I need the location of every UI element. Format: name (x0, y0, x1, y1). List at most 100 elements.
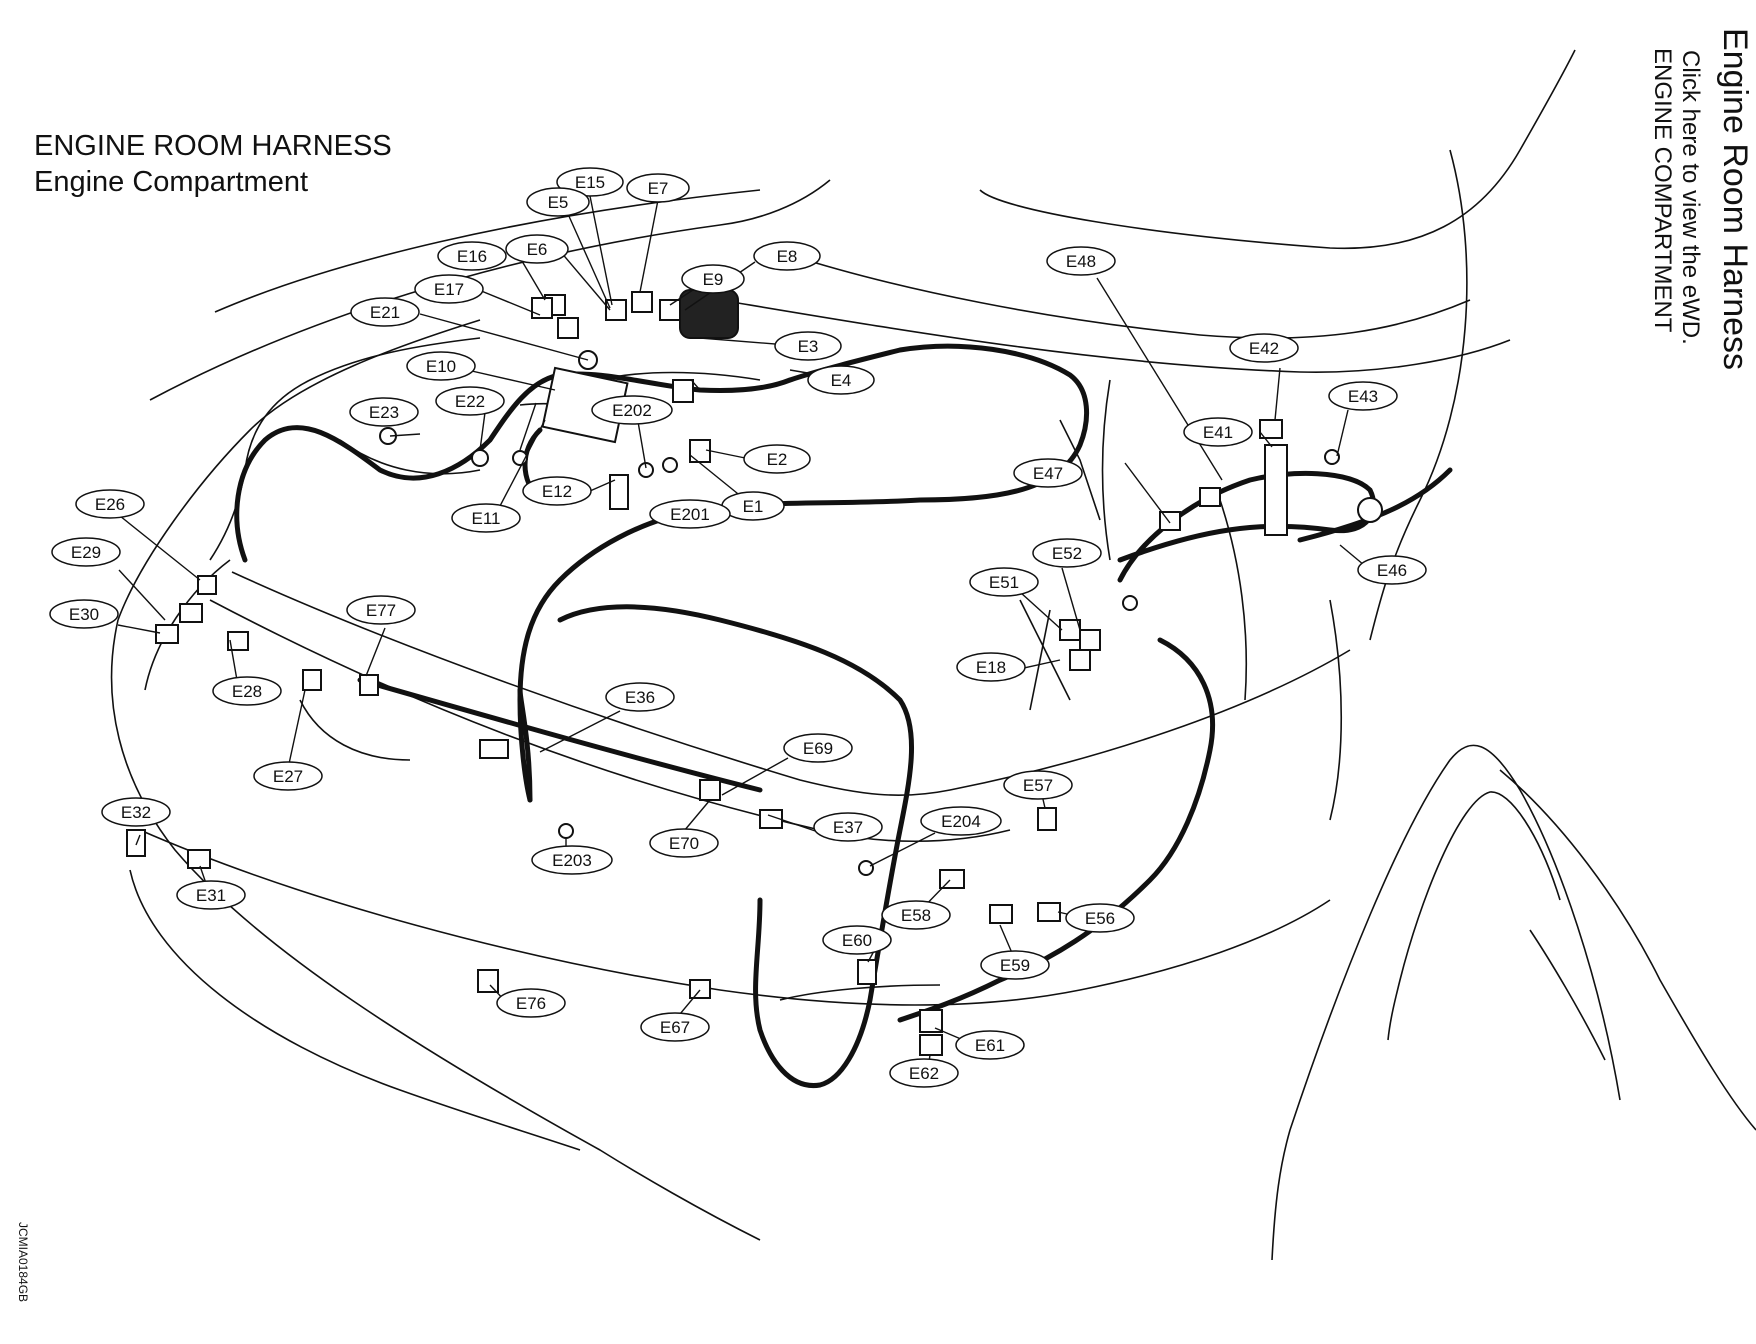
label-e70: E70 (649, 828, 719, 858)
svg-text:E69: E69 (803, 739, 833, 758)
label-e41: E41 (1183, 417, 1253, 447)
label-e27: E27 (253, 761, 323, 791)
label-e51: E51 (969, 567, 1039, 597)
label-e17: E17 (414, 274, 484, 304)
label-e204: E204 (920, 806, 1002, 836)
label-e67: E67 (640, 1012, 710, 1042)
svg-text:E7: E7 (648, 179, 669, 198)
svg-text:E30: E30 (69, 605, 99, 624)
svg-text:E6: E6 (527, 240, 548, 259)
svg-text:E60: E60 (842, 931, 872, 950)
svg-text:E3: E3 (798, 337, 819, 356)
label-e36: E36 (605, 682, 675, 712)
svg-text:E58: E58 (901, 906, 931, 925)
svg-text:E201: E201 (670, 505, 710, 524)
svg-text:E28: E28 (232, 682, 262, 701)
label-e29: E29 (51, 537, 121, 567)
label-e16: E16 (437, 241, 507, 271)
label-e60: E60 (822, 925, 892, 955)
svg-text:E11: E11 (472, 509, 501, 528)
diagram-subtitle: Engine Compartment (34, 166, 309, 198)
label-e201: E201 (649, 499, 731, 529)
diagram-title: ENGINE ROOM HARNESS (34, 130, 392, 162)
svg-text:E41: E41 (1203, 423, 1233, 442)
label-e9: E9 (681, 264, 745, 294)
label-e77: E77 (346, 595, 416, 625)
label-e202: E202 (591, 395, 673, 425)
label-e61: E61 (955, 1030, 1025, 1060)
svg-text:E17: E17 (434, 280, 464, 299)
svg-text:E4: E4 (831, 371, 852, 390)
svg-text:E22: E22 (455, 392, 485, 411)
harness-wires (234, 343, 1453, 1088)
label-e48: E48 (1046, 246, 1116, 276)
label-e18: E18 (956, 652, 1026, 682)
svg-text:E204: E204 (941, 812, 981, 831)
label-e203: E203 (531, 845, 613, 875)
label-e57: E57 (1003, 770, 1073, 800)
label-e2: E2 (743, 444, 811, 474)
svg-text:E52: E52 (1052, 544, 1082, 563)
svg-text:E59: E59 (1000, 956, 1030, 975)
label-e3: E3 (774, 331, 842, 361)
svg-text:E51: E51 (989, 573, 1019, 592)
label-e5: E5 (526, 187, 590, 217)
svg-text:E76: E76 (516, 994, 546, 1013)
label-e11: E11 (451, 503, 521, 533)
svg-text:E31: E31 (196, 886, 226, 905)
svg-text:E57: E57 (1023, 776, 1053, 795)
svg-text:E27: E27 (273, 767, 303, 786)
svg-text:E29: E29 (71, 543, 101, 562)
svg-text:E1: E1 (743, 497, 764, 516)
svg-text:E70: E70 (669, 834, 699, 853)
svg-text:E36: E36 (625, 688, 655, 707)
label-e58: E58 (881, 900, 951, 930)
svg-text:E62: E62 (909, 1064, 939, 1083)
label-e62: E62 (889, 1058, 959, 1088)
connector-blocks (126, 289, 1383, 1056)
label-e32: E32 (101, 797, 171, 827)
svg-text:E12: E12 (542, 482, 572, 501)
svg-text:E21: E21 (370, 303, 400, 322)
leader-lines (117, 195, 1371, 1076)
label-e1: E1 (721, 491, 785, 521)
label-e42: E42 (1229, 333, 1299, 363)
label-e23: E23 (349, 397, 419, 427)
svg-text:E67: E67 (660, 1018, 690, 1037)
svg-text:E202: E202 (612, 401, 652, 420)
svg-text:E203: E203 (552, 851, 592, 870)
svg-text:E32: E32 (121, 803, 151, 822)
label-e56: E56 (1065, 903, 1135, 933)
svg-text:E18: E18 (976, 658, 1006, 677)
svg-text:E77: E77 (366, 601, 396, 620)
connector-labels: E15 E7 E5 E6 E8 E16 E9 E17 E21 E3 E10 E2… (49, 167, 1427, 1088)
label-e22: E22 (435, 386, 505, 416)
ewd-link[interactable]: Click here to view the eWD. (1677, 50, 1704, 345)
label-e59: E59 (980, 950, 1050, 980)
label-e76: E76 (496, 988, 566, 1018)
svg-text:E37: E37 (833, 818, 863, 837)
svg-text:E16: E16 (457, 247, 487, 266)
label-e26: E26 (75, 489, 145, 519)
side-subheading: ENGINE COMPARTMENT (1649, 48, 1676, 333)
label-e37: E37 (813, 812, 883, 842)
label-e52: E52 (1032, 538, 1102, 568)
svg-text:E48: E48 (1066, 252, 1096, 271)
label-e15: E15 (556, 167, 624, 197)
label-e30: E30 (49, 599, 119, 629)
label-e4: E4 (807, 365, 875, 395)
svg-text:E5: E5 (548, 193, 569, 212)
label-e10: E10 (406, 351, 476, 381)
svg-text:E10: E10 (426, 357, 456, 376)
svg-text:E9: E9 (703, 270, 724, 289)
svg-text:E8: E8 (777, 247, 798, 266)
svg-text:E42: E42 (1249, 339, 1279, 358)
svg-text:E2: E2 (767, 450, 788, 469)
label-e28: E28 (212, 676, 282, 706)
svg-text:E47: E47 (1033, 464, 1063, 483)
svg-text:E23: E23 (369, 403, 399, 422)
label-e46: E46 (1357, 555, 1427, 585)
label-e21: E21 (350, 297, 420, 327)
svg-text:E46: E46 (1377, 561, 1407, 580)
